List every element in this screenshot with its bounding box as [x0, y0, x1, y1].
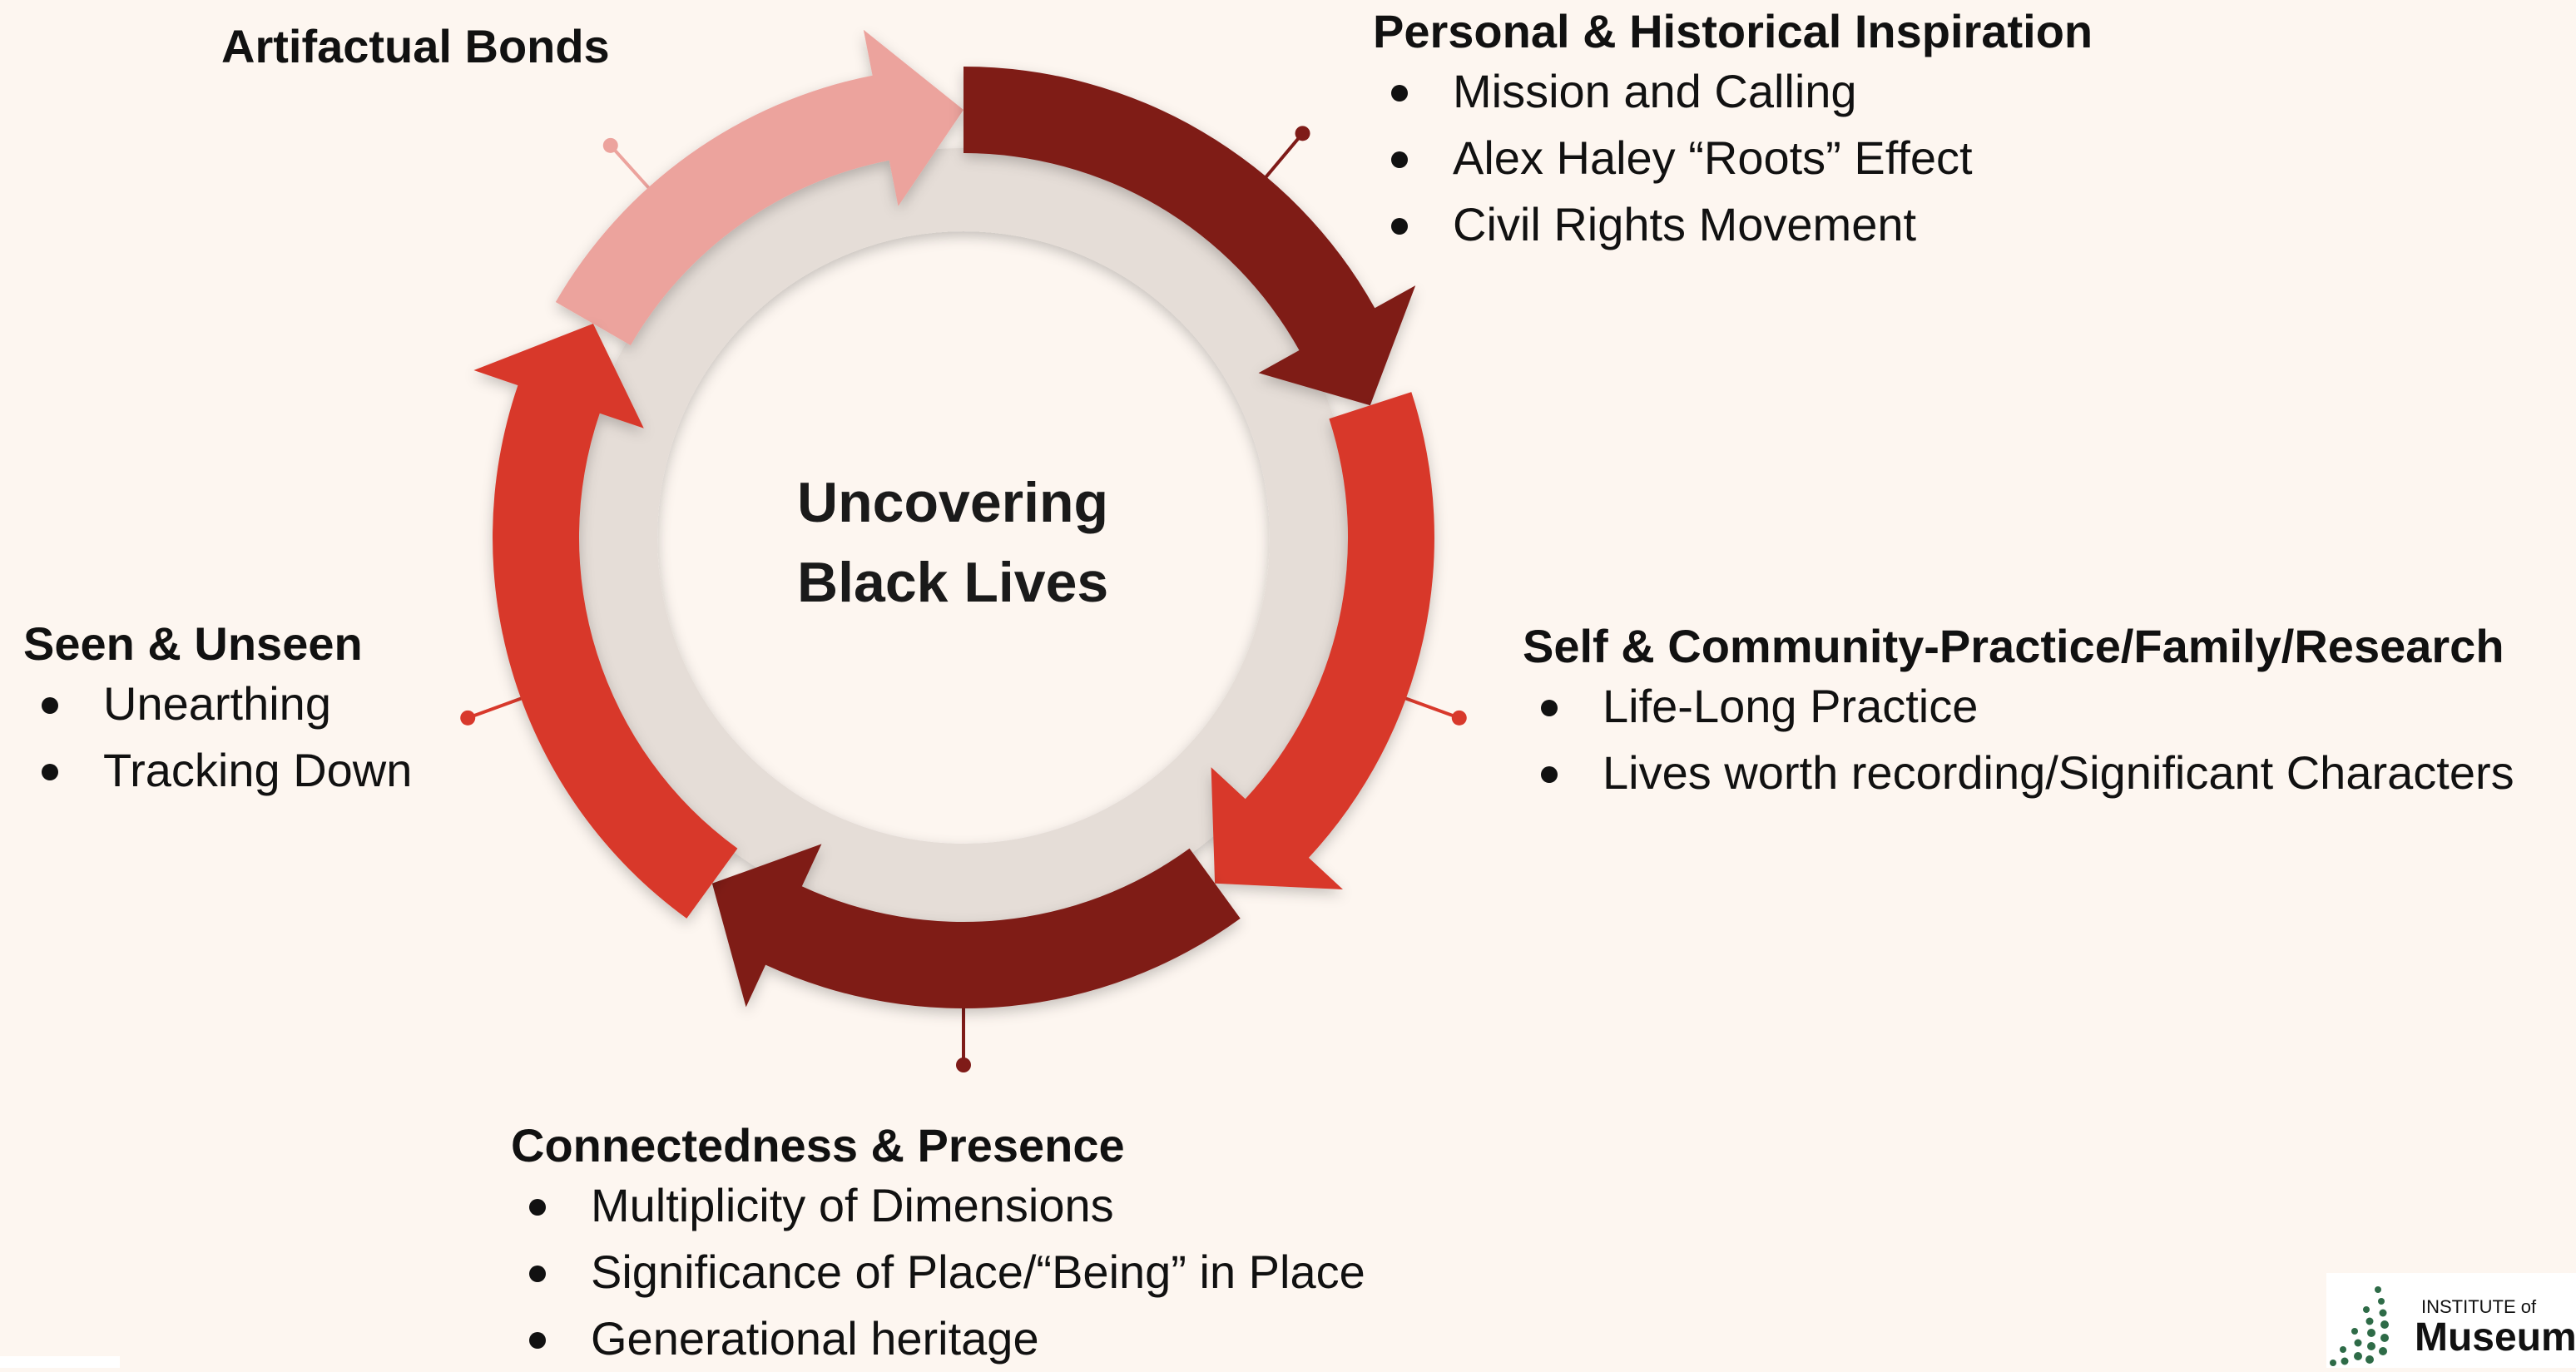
- segment-connectedness: [711, 844, 1241, 1009]
- self-community-item-practice: Life-Long Practice: [1523, 673, 2514, 740]
- connector-self-community-dot: [1451, 710, 1467, 726]
- logo-line2: Museumand: [2415, 1315, 2576, 1360]
- segment-self-community: [1211, 392, 1434, 890]
- center-title: Uncovering Black Lives: [797, 463, 1109, 622]
- connector-seen-unseen: [467, 694, 530, 720]
- self-community-heading: Self & Community-Practice/Family/Researc…: [1523, 620, 2504, 672]
- connectedness-item-dimensions: Multiplicity of Dimensions: [511, 1172, 1365, 1239]
- self-community-item-lives: Lives worth recording/Significant Charac…: [1523, 740, 2514, 806]
- center-title-line1: Uncovering: [797, 471, 1109, 534]
- dotted-burst-icon: [2330, 1286, 2389, 1366]
- connector-personal-dot: [1295, 126, 1310, 141]
- cycle-segments: [473, 29, 1434, 1009]
- connector-artifactual-dot: [602, 137, 618, 153]
- personal-item-mission: Mission and Calling: [1373, 58, 2093, 125]
- connectedness-heading: Connectedness & Presence: [511, 1119, 1125, 1171]
- logo-museum-text: Museum: [2415, 1315, 2576, 1360]
- segment-seen-unseen: [473, 324, 738, 919]
- connector-personal: [1259, 132, 1305, 185]
- artifactual-bonds-heading: Artifactual Bonds: [221, 20, 610, 72]
- artifactual-bonds-section: Artifactual Bonds: [221, 20, 610, 73]
- seen-unseen-section: Seen & Unseen Unearthing Tracking Down: [23, 617, 412, 804]
- connector-artifactual: [609, 144, 656, 196]
- connector-self-community: [1397, 694, 1460, 720]
- seen-unseen-heading: Seen & Unseen: [23, 617, 363, 670]
- connectedness-item-heritage: Generational heritage: [511, 1305, 1365, 1372]
- seen-unseen-item-tracking: Tracking Down: [23, 737, 412, 804]
- seen-unseen-item-unearthing: Unearthing: [23, 671, 412, 737]
- self-community-section: Self & Community-Practice/Family/Researc…: [1523, 620, 2514, 806]
- institute-logo: INSTITUTE of Museumand: [2326, 1273, 2576, 1368]
- connector-connectedness-dot: [956, 1057, 971, 1072]
- inner-ring: [574, 148, 1353, 927]
- segment-personal: [964, 67, 1416, 406]
- center-title-line2: Black Lives: [797, 551, 1109, 614]
- segment-artifactual: [555, 29, 964, 345]
- connector-seen-unseen-dot: [460, 710, 476, 726]
- connector-lines: [460, 126, 1467, 1072]
- personal-item-roots: Alex Haley “Roots” Effect: [1373, 125, 2093, 191]
- personal-item-civil-rights: Civil Rights Movement: [1373, 191, 2093, 258]
- personal-historical-heading: Personal & Historical Inspiration: [1373, 5, 2093, 57]
- connectedness-section: Connectedness & Presence Multiplicity of…: [511, 1119, 1365, 1372]
- logo-line1: INSTITUTE of: [2421, 1296, 2537, 1317]
- personal-historical-section: Personal & Historical Inspiration Missio…: [1373, 5, 2093, 258]
- connectedness-item-place: Significance of Place/“Being” in Place: [511, 1239, 1365, 1305]
- corner-box: [0, 1356, 120, 1368]
